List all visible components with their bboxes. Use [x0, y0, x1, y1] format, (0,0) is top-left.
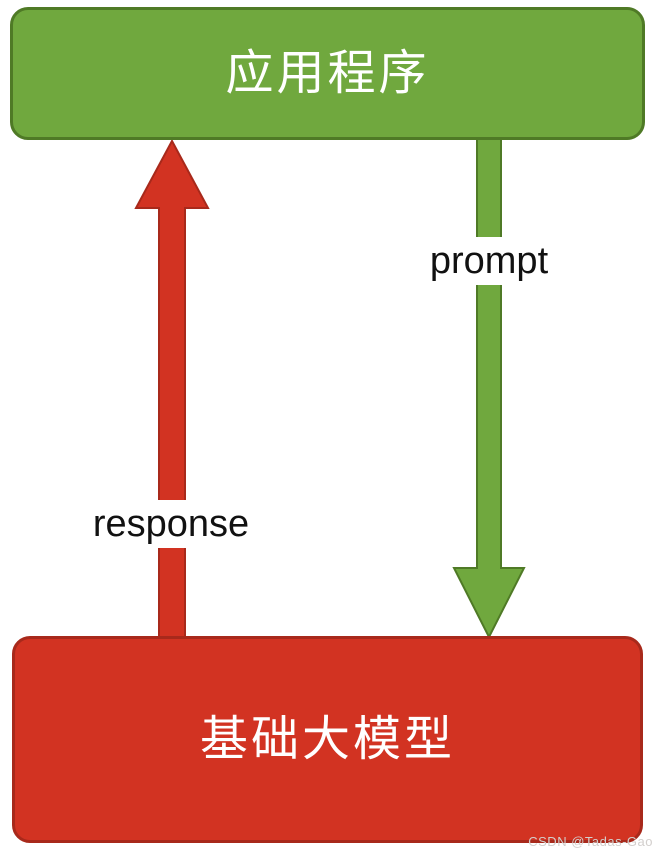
prompt-arrow	[454, 136, 524, 637]
prompt-arrow-outline	[452, 135, 526, 640]
response-edge-label: response	[83, 500, 259, 548]
bottom-node-label: 基础大模型	[199, 712, 455, 766]
response-arrow	[136, 141, 208, 640]
top-node-label: 应用程序	[225, 46, 430, 100]
top-node-application: 应用程序	[10, 7, 645, 140]
prompt-edge-label: prompt	[420, 237, 558, 285]
watermark: CSDN @Tadas-Gao	[528, 834, 653, 849]
bottom-node-foundation-model: 基础大模型	[12, 636, 643, 843]
